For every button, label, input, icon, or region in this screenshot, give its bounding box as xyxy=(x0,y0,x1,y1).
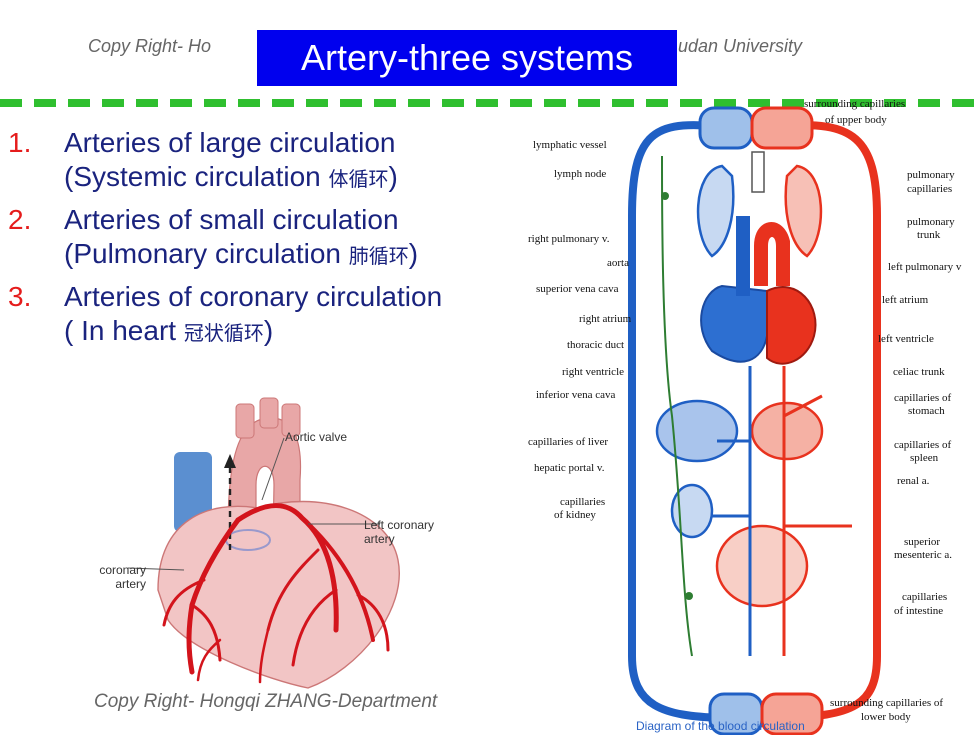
label-lower-body-1: surrounding capillaries of xyxy=(830,697,944,709)
copyright-top: Copy Right- Ho udan University xyxy=(88,34,888,58)
list-number: 3. xyxy=(8,281,32,312)
coronary-label-1: coronary xyxy=(99,563,146,577)
coronary-arteries xyxy=(162,503,390,684)
list-item: 1. Arteries of large circulation (System… xyxy=(8,126,508,197)
intestine-shape xyxy=(715,524,809,608)
label-superior-mesenteric-1: superior xyxy=(904,536,941,548)
circulation-diagram: surrounding capillaries of upper body ly… xyxy=(522,96,978,735)
left-coronary-label-2: artery xyxy=(364,532,395,546)
label-left-atrium: left atrium xyxy=(882,294,929,306)
upper-capillaries-artery xyxy=(750,106,814,150)
label-capillaries-spleen-1: capillaries of xyxy=(894,439,952,451)
list-number: 1. xyxy=(8,127,32,158)
label-upper-body-1: surrounding capillaries xyxy=(804,98,906,110)
copyright-top-right: udan University xyxy=(678,36,803,56)
label-inferior-vena-cava: inferior vena cava xyxy=(536,389,616,401)
label-pulmonary-trunk-1: pulmonary xyxy=(907,216,955,228)
list-line-1: Arteries of coronary circulation xyxy=(64,281,443,312)
heart-drawing xyxy=(127,397,400,689)
list-number: 2. xyxy=(8,204,32,235)
diagram-caption: Diagram of the blood circulation xyxy=(636,719,805,733)
label-left-pulmonary-v: left pulmonary v xyxy=(888,261,962,273)
label-lymphatic-vessel: lymphatic vessel xyxy=(533,139,607,151)
label-pulmonary-capillaries-1: pulmonary xyxy=(907,169,955,181)
copyright-top-left: Copy Right- Ho xyxy=(88,36,212,56)
label-superior-vena-cava: superior vena cava xyxy=(536,283,619,295)
circulation-drawing xyxy=(628,106,881,735)
label-capillaries-liver: capillaries of liver xyxy=(528,436,609,448)
label-aorta: aorta xyxy=(607,257,629,269)
label-right-ventricle: right ventricle xyxy=(562,366,625,378)
left-coronary-label-1: Left coronary xyxy=(364,518,435,532)
label-capillaries-kidney-1: capillaries xyxy=(560,496,606,508)
heart-illustration: Aortic valve Left coronary artery corona… xyxy=(88,390,488,695)
label-capillaries-spleen-2: spleen xyxy=(910,452,939,464)
list-text: Arteries of coronary circulation ( In he… xyxy=(64,280,442,351)
label-hepatic-portal-v: hepatic portal v. xyxy=(534,462,605,474)
systemic-vein-loop xyxy=(628,121,723,722)
list-text: Arteries of large circulation (Systemic … xyxy=(64,126,398,197)
liver-shape xyxy=(655,399,739,463)
label-superior-mesenteric-2: mesenteric a. xyxy=(894,549,953,561)
label-pulmonary-capillaries-2: capillaries xyxy=(907,183,953,195)
slide-title: Artery-three systems xyxy=(257,30,677,86)
bullet-list: 1. Arteries of large circulation (System… xyxy=(8,126,508,357)
label-capillaries-kidney-2: of kidney xyxy=(554,509,596,521)
list-line-1: Arteries of small circulation xyxy=(64,204,399,235)
coronary-label-2: artery xyxy=(115,577,146,591)
label-right-pulmonary-v: right pulmonary v. xyxy=(528,233,610,245)
list-line-2: (Pulmonary circulation 肺循环) xyxy=(64,238,419,269)
label-left-ventricle: left ventricle xyxy=(878,333,934,345)
list-item: 3. Arteries of coronary circulation ( In… xyxy=(8,280,508,351)
label-capillaries-intestine-2: of intestine xyxy=(894,605,944,617)
stomach-shape xyxy=(750,401,824,461)
label-upper-body-2: of upper body xyxy=(825,114,887,126)
label-capillaries-stomach-1: capillaries of xyxy=(894,392,952,404)
list-line-1: Arteries of large circulation xyxy=(64,127,396,158)
copyright-bottom: Copy Right- Hongqi ZHANG-Department xyxy=(94,691,438,712)
label-capillaries-stomach-2: stomach xyxy=(908,405,945,417)
list-line-2: (Systemic circulation 体循环) xyxy=(64,161,398,192)
list-text: Arteries of small circulation (Pulmonary… xyxy=(64,203,418,274)
kidney-shape xyxy=(670,483,714,539)
list-item: 2. Arteries of small circulation (Pulmon… xyxy=(8,203,508,274)
label-lower-body-2: lower body xyxy=(861,711,911,723)
label-pulmonary-trunk-2: trunk xyxy=(917,229,941,241)
label-lymph-node: lymph node xyxy=(554,168,607,180)
label-thoracic-duct: thoracic duct xyxy=(567,339,625,351)
systemic-artery-loop xyxy=(781,121,881,722)
label-right-atrium: right atrium xyxy=(579,313,632,325)
list-line-2: ( In heart 冠状循环) xyxy=(64,315,274,346)
label-capillaries-intestine-1: capillaries xyxy=(902,591,948,603)
label-renal-a: renal a. xyxy=(897,475,930,487)
label-celiac-trunk: celiac trunk xyxy=(893,366,945,378)
dashed-divider xyxy=(0,99,980,107)
upper-capillaries-vein xyxy=(698,106,754,150)
aortic-valve-label: Aortic valve xyxy=(285,430,348,444)
